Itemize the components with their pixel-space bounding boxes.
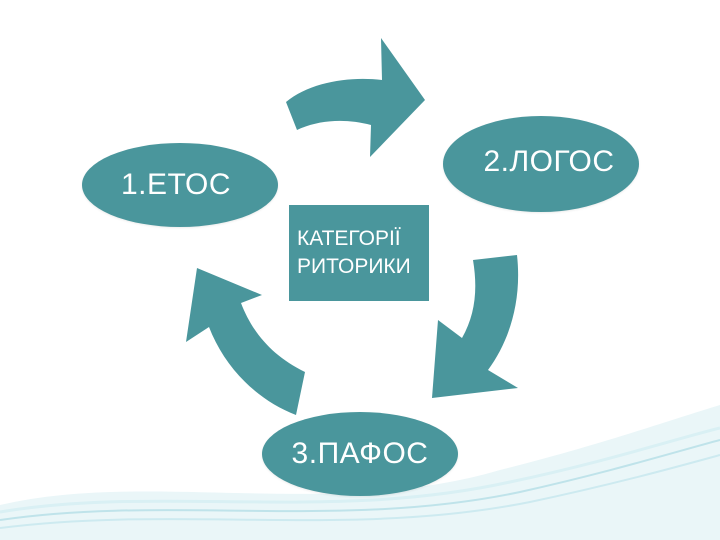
center-box: КАТЕГОРІЇ РИТОРИКИ	[289, 205, 429, 301]
node-etos: 1.ЕТОС	[82, 143, 278, 227]
node-logos-label: 2.ЛОГОС	[483, 145, 615, 178]
node-pafos: 3.ПАФОС	[262, 412, 458, 496]
node-logos: 2.ЛОГОС	[443, 116, 639, 212]
center-line-1: КАТЕГОРІЇ	[297, 227, 401, 250]
node-etos-label: 1.ЕТОС	[120, 168, 231, 201]
node-pafos-label: 3.ПАФОС	[291, 437, 429, 470]
center-line-2: РИТОРИКИ	[297, 255, 411, 278]
